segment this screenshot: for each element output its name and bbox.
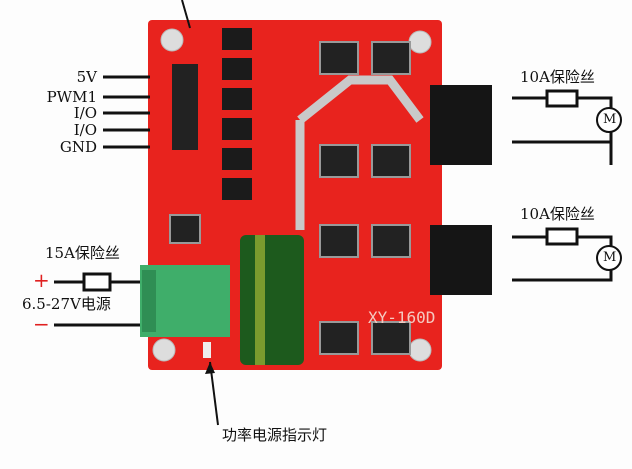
- motor2-fuse-label: 10A保险丝: [520, 205, 595, 223]
- pin-wires: [103, 75, 150, 149]
- mount-hole: [160, 28, 184, 52]
- voltage-label: 6.5-27V电源: [22, 295, 111, 313]
- motor1-fuse-label: 10A保险丝: [520, 68, 595, 86]
- capacitor: [240, 235, 304, 365]
- optocouplers: [222, 28, 252, 200]
- power-wires: [54, 272, 140, 327]
- copper-trace: [295, 75, 424, 230]
- minus-sign: −: [33, 312, 50, 336]
- motor-connector-2: [430, 225, 492, 295]
- board-model: XY-160D: [368, 308, 436, 327]
- power-fuse-label: 15A保险丝: [45, 244, 120, 262]
- indicator-led: [203, 342, 211, 358]
- motor2-symbol: M: [603, 250, 617, 265]
- motor1-symbol: M: [603, 112, 617, 127]
- plus-sign: +: [33, 268, 50, 292]
- mount-hole: [408, 30, 432, 54]
- indicator-label: 功率电源指示灯: [222, 426, 328, 444]
- pin-label-io-2: I/O: [73, 121, 97, 139]
- motor-circuit-1: [512, 89, 622, 165]
- pin-label-gnd: GND: [59, 138, 97, 156]
- mount-hole: [408, 338, 432, 362]
- pin-label-5v: 5V: [76, 68, 97, 86]
- pin-header: [172, 64, 198, 150]
- mount-hole: [152, 338, 176, 362]
- pin-label-pwm1: PWM1: [46, 88, 97, 106]
- mosfets: [169, 41, 411, 355]
- pin-label-io-1: I/O: [73, 104, 97, 122]
- motor-connector-1: [430, 85, 492, 165]
- motor-circuit-2: [512, 227, 622, 282]
